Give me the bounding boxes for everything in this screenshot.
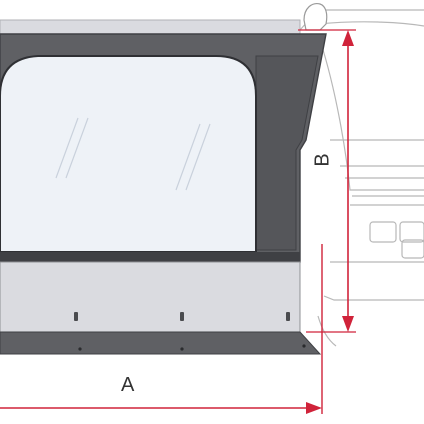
side-panel-lower-band — [0, 252, 300, 262]
window-glare — [55, 117, 211, 191]
side-panel-bottom-rail — [0, 331, 322, 355]
side-panel-skirt — [0, 261, 301, 333]
dimension-b — [298, 29, 356, 333]
side-mirror — [303, 3, 328, 31]
awning-top-strip — [0, 19, 301, 35]
dimension-b-label: B — [311, 153, 334, 167]
vehicle-outline — [299, 9, 424, 347]
skirt-fasteners — [74, 312, 290, 321]
dimension-a — [0, 244, 323, 414]
side-panel-window — [0, 55, 257, 253]
side-panel-edge-strip — [255, 55, 319, 251]
bottom-rail-pegs — [78, 344, 306, 351]
dimension-a-label: A — [121, 374, 135, 396]
